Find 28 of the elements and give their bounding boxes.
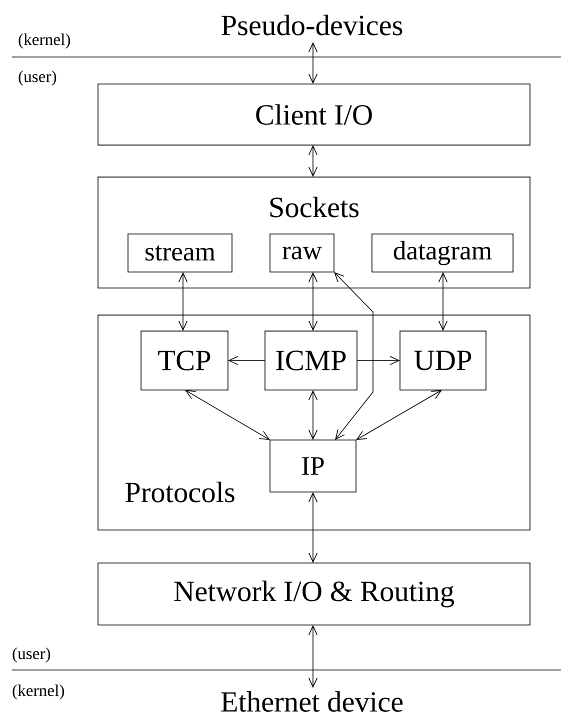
arrow <box>308 145 318 178</box>
arrow <box>308 390 318 440</box>
process-box: IP <box>270 440 356 492</box>
arrow <box>178 272 188 332</box>
process-box: ICMP <box>264 330 358 390</box>
side-label: (kernel) <box>12 684 64 700</box>
process-box: raw <box>270 234 334 272</box>
arrow <box>185 390 270 440</box>
bare-label: Pseudo-devices <box>222 14 402 36</box>
arrow <box>308 42 318 84</box>
arrow <box>308 492 318 563</box>
process-box: stream <box>128 234 232 272</box>
process-box: datagram <box>372 234 514 272</box>
arrow <box>438 272 448 332</box>
arrow <box>308 625 318 688</box>
side-label: (user) <box>18 70 56 86</box>
process-box: TCP <box>140 330 228 390</box>
side-label: (user) <box>12 647 50 663</box>
side-label: (kernel) <box>18 33 70 49</box>
process-box: Client I/O <box>98 84 530 146</box>
bare-label: Ethernet device <box>221 691 403 712</box>
process-box: UDP <box>400 330 486 390</box>
arrow <box>228 356 266 366</box>
arrow <box>356 356 400 366</box>
arrow <box>308 272 318 332</box>
arrow <box>334 272 374 440</box>
arrow <box>356 390 442 440</box>
process-box: Network I/O & Routing <box>98 562 530 626</box>
